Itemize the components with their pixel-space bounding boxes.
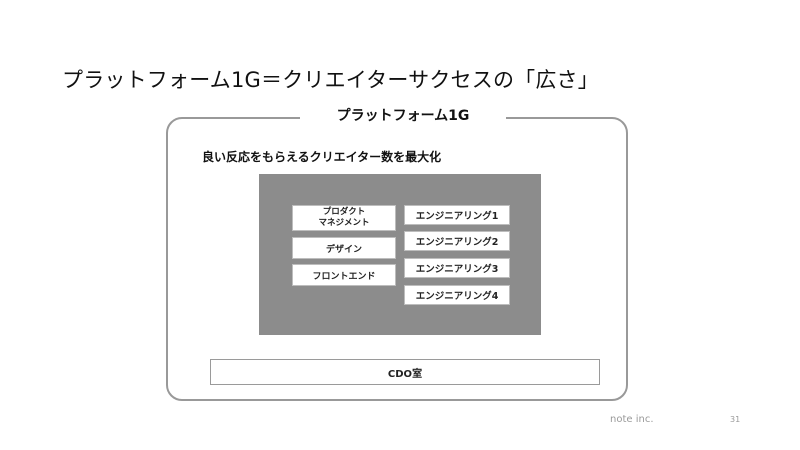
- engineering-1-box: エンジニアリング1: [404, 205, 510, 225]
- page-number: 31: [730, 415, 741, 424]
- product-management-line-2: マネジメント: [318, 218, 370, 228]
- design-label: デザイン: [325, 244, 362, 255]
- engineering-2-label: エンジニアリング2: [415, 237, 499, 248]
- engineering-2-box: エンジニアリング2: [404, 231, 510, 251]
- product-management-box: プロダクト マネジメント: [292, 205, 396, 231]
- footer-brand: note inc.: [610, 414, 654, 425]
- frontend-box: フロントエンド: [292, 264, 396, 286]
- slide-title: プラットフォーム1G＝クリエイターサクセスの「広さ」: [62, 68, 599, 92]
- engineering-4-box: エンジニアリング4: [404, 285, 510, 305]
- cdo-box: CDO室: [210, 359, 600, 385]
- frontend-label: フロントエンド: [312, 271, 376, 282]
- design-box: デザイン: [292, 237, 396, 259]
- engineering-3-box: エンジニアリング3: [404, 258, 510, 278]
- frame-label: プラットフォーム1G: [300, 104, 506, 128]
- cdo-label: CDO室: [387, 368, 423, 380]
- engineering-3-label: エンジニアリング3: [415, 264, 499, 275]
- engineering-4-label: エンジニアリング4: [415, 291, 499, 302]
- engineering-1-label: エンジニアリング1: [415, 211, 499, 222]
- product-management-line-1: プロダクト: [322, 207, 366, 217]
- subtitle: 良い反応をもらえるクリエイター数を最大化: [202, 150, 442, 164]
